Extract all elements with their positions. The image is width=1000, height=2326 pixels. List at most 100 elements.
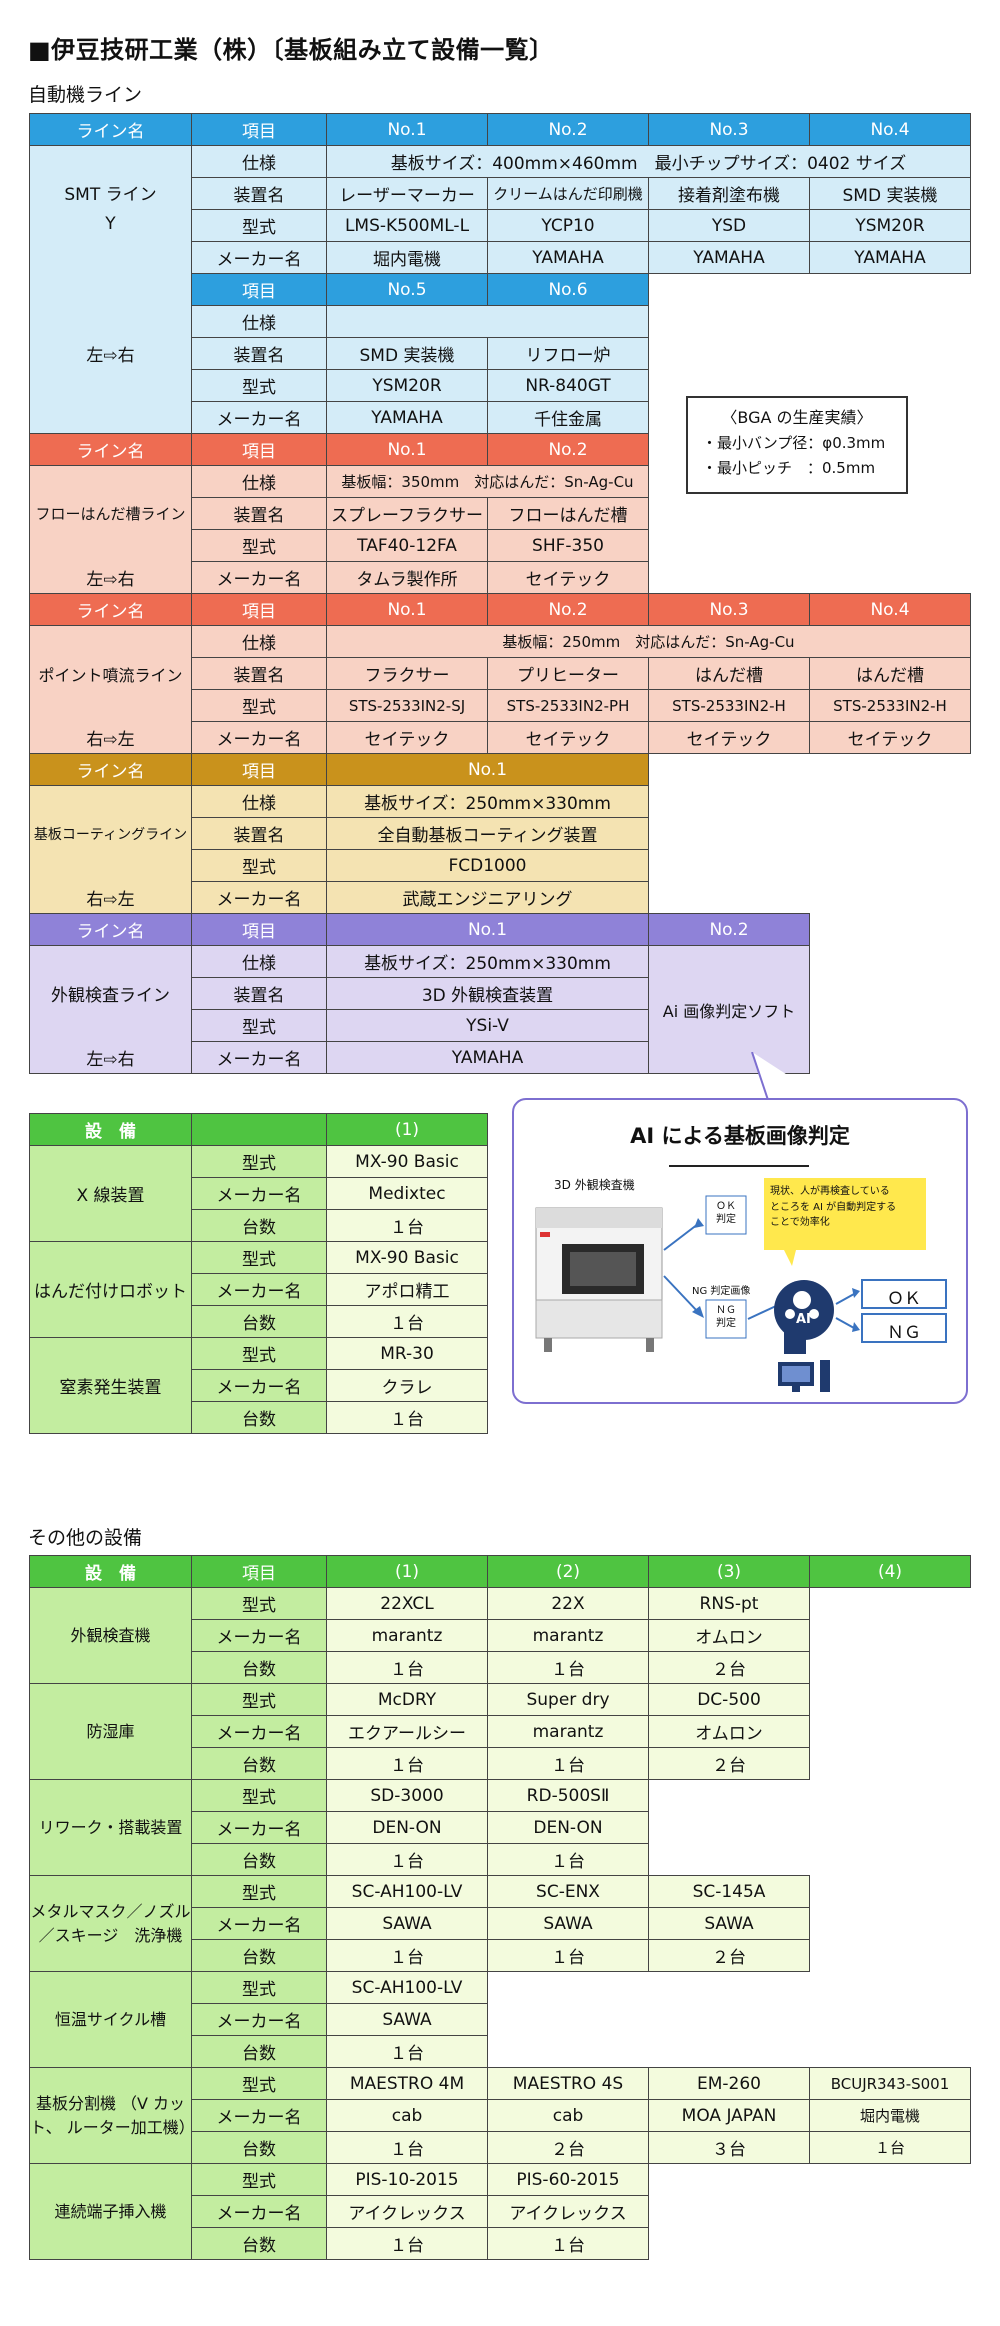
- table-cell: SAWA: [326, 1907, 488, 1940]
- blank-area: [810, 1588, 971, 1620]
- inspection-machine-icon: [535, 1207, 663, 1352]
- table-cell: SAWA: [487, 1907, 649, 1940]
- table-cell: １台: [326, 2131, 488, 2164]
- table-cell: セイテック: [487, 721, 649, 754]
- bga-box: 〈BGA の生産実績〉 ・最小バンプ径：φ0.3mm ・最小ピッチ ：0.5mm: [686, 396, 908, 494]
- table-cell: YCP10: [487, 209, 649, 242]
- item-label: 装置名: [191, 497, 327, 530]
- insp-spec: 基板サイズ：250mm×330mm: [326, 945, 649, 978]
- table-cell: DEN-ON: [487, 1811, 649, 1844]
- table-cell: １台: [809, 2131, 971, 2164]
- item-label: メーカー名: [191, 1177, 327, 1210]
- table-cell: RNS-pt: [648, 1587, 810, 1620]
- table-cell: MR-30: [326, 1337, 488, 1370]
- blank-area: [488, 2004, 971, 2036]
- smt-direction: 左⇨右: [29, 273, 192, 434]
- table-cell: セイテック: [809, 721, 971, 754]
- table-cell: タムラ製作所: [326, 561, 488, 594]
- blank-area: [810, 1684, 971, 1716]
- item-label: メーカー名: [191, 1811, 327, 1844]
- header-cell: ライン名: [29, 113, 192, 146]
- table-cell: １台: [487, 2227, 649, 2260]
- table-cell: 武蔵エンジニアリング: [326, 881, 649, 914]
- table-cell: YAMAHA: [809, 241, 971, 274]
- table-cell: プリヒーター: [487, 657, 649, 690]
- item-label: 型式: [191, 2163, 327, 2196]
- header-cell: 項目: [191, 753, 327, 786]
- table-cell: １台: [326, 1401, 488, 1434]
- header-cell: 設 備: [29, 1555, 192, 1588]
- table-cell: １台: [326, 2035, 488, 2068]
- table-cell: marantz: [487, 1715, 649, 1748]
- item-label: 型式: [191, 2067, 327, 2100]
- flow-spec: 基板幅：350mm 対応はんだ：Sn-Ag-Cu: [326, 465, 649, 498]
- item-label: 仕様: [191, 785, 327, 818]
- item-label: メーカー名: [191, 1273, 327, 1306]
- table-cell: YAMAHA: [326, 401, 488, 434]
- item-label: 型式: [191, 1683, 327, 1716]
- item-label: 型式: [191, 209, 327, 242]
- item-label: 型式: [191, 1009, 327, 1042]
- header-cell: 項目: [191, 273, 327, 306]
- header-cell: 設 備: [29, 1113, 192, 1146]
- point-direction: 右⇨左: [29, 721, 192, 754]
- item-label: 台数: [191, 1305, 327, 1338]
- table-cell: marantz: [487, 1619, 649, 1652]
- table-cell: １台: [326, 1209, 488, 1242]
- blank-area: [649, 2164, 971, 2196]
- smt-line-name: SMT ライン Y: [29, 145, 192, 274]
- header-cell: No.1: [326, 753, 649, 786]
- header-cell: 項目: [191, 593, 327, 626]
- item-label: 型式: [191, 1971, 327, 2004]
- equipment-name: メタルマスク／ノズル ／スキージ 洗浄機: [29, 1875, 192, 1972]
- table-cell: DC-500: [648, 1683, 810, 1716]
- equipment-name: 恒温サイクル槽: [29, 1971, 192, 2068]
- table-cell: SD-3000: [326, 1779, 488, 1812]
- blank-area: [810, 1620, 971, 1652]
- equipment-name: 防湿庫: [29, 1683, 192, 1780]
- smt-header-row: ライン名 項目 No.1 No.2 No.3 No.4: [29, 113, 971, 146]
- blank-area: [649, 1780, 971, 1812]
- item-label: 装置名: [191, 977, 327, 1010]
- table-cell: PIS-60-2015: [487, 2163, 649, 2196]
- table-cell: １台: [487, 1843, 649, 1876]
- header-cell: No.4: [809, 593, 971, 626]
- table-cell: SC-ENX: [487, 1875, 649, 1908]
- table-cell: はんだ槽: [648, 657, 810, 690]
- blank-area: [649, 1844, 971, 1876]
- blank-area: [488, 2036, 971, 2068]
- table-cell: 3D 外観検査装置: [326, 977, 649, 1010]
- equip-name: はんだ付けロボット: [29, 1241, 192, 1338]
- table-cell: クラレ: [326, 1369, 488, 1402]
- table-cell: STS-2533IN2-H: [648, 689, 810, 722]
- table-cell: 全自動基板コーティング装置: [326, 817, 649, 850]
- item-label: 型式: [191, 1779, 327, 1812]
- header-cell: ライン名: [29, 913, 192, 946]
- table-cell: セイテック: [648, 721, 810, 754]
- header-cell: ライン名: [29, 433, 192, 466]
- table-cell: MAESTRO 4S: [487, 2067, 649, 2100]
- header-cell: (3): [648, 1555, 810, 1588]
- table-cell: アイクレックス: [326, 2195, 488, 2228]
- table-cell: Super dry: [487, 1683, 649, 1716]
- table-cell: cab: [326, 2099, 488, 2132]
- header-cell: 項目: [191, 433, 327, 466]
- header-cell: 項目: [191, 113, 327, 146]
- table-cell: PIS-10-2015: [326, 2163, 488, 2196]
- item-label: 台数: [191, 1651, 327, 1684]
- ai-title: AI による基板画像判定: [630, 1124, 850, 1148]
- computer-icon: [778, 1360, 830, 1392]
- callout-pointer: [751, 1052, 826, 1101]
- table-cell: SC-AH100-LV: [326, 1875, 488, 1908]
- ng-judge-label: ＮＧ 判定: [716, 1305, 736, 1329]
- table-cell: FCD1000: [326, 849, 649, 882]
- item-label: 型式: [191, 529, 327, 562]
